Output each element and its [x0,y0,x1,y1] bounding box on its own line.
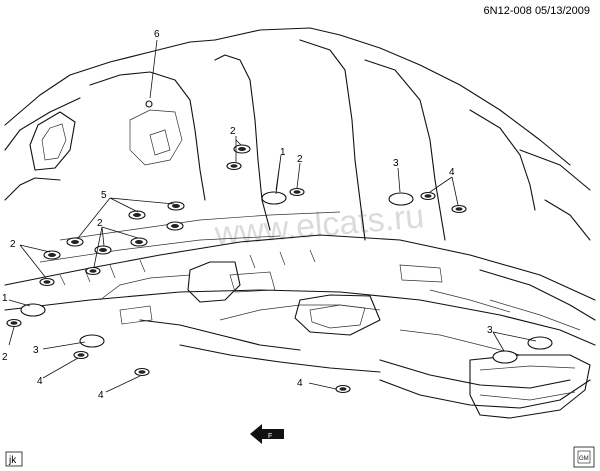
drawing-header: 6N12-008 05/13/2009 [484,5,590,17]
front-arrow-label: F [268,433,272,440]
plug-3c [492,350,518,364]
plug-4a2 [451,204,467,214]
plug-1a [261,191,287,205]
plug-2d [43,250,61,260]
callout-4: 4 [297,378,303,389]
plug-3b [79,334,105,348]
plug-2a [233,144,251,154]
callout-2: 2 [230,126,236,137]
plug-2e [6,318,22,328]
callout-3: 3 [33,345,39,356]
callout-5: 5 [101,190,107,201]
plug-4d [335,384,351,394]
plug-5a [128,210,146,220]
front-arrow-icon: F [250,424,284,444]
plug-5d [66,237,84,247]
callout-6: 6 [154,29,160,40]
drawing-id: 6N12-008 [484,5,532,17]
plug-4a [420,191,436,201]
plug-3a [388,192,414,206]
logo-stamp: GM [573,446,595,468]
plug-4c [134,367,150,377]
callout-1: 1 [2,293,8,304]
callout-4: 4 [37,376,43,387]
callout-4: 4 [98,390,104,401]
callout-2: 2 [297,154,303,165]
plug-1b [20,303,46,317]
callout-4: 4 [449,167,455,178]
callout-3: 3 [393,158,399,169]
drawing-date: 05/13/2009 [535,5,590,17]
callout-2: 2 [2,352,8,363]
plug-5c [166,221,184,231]
plugs [6,100,553,394]
watermark: www.elcats.ru [212,197,425,253]
plug-2d2 [39,277,55,287]
plug-4b [73,350,89,360]
plug-2c2 [130,237,148,247]
plug-6 [145,100,153,108]
callout-2: 2 [10,239,16,250]
callout-1: 1 [280,147,286,158]
callout-labels: 6 2 1 2 3 4 5 2 2 1 2 3 4 4 4 3 [2,29,493,401]
plug-3c2 [527,336,553,350]
initials: jk [8,455,17,466]
leader-lines [8,39,537,393]
vehicle-body-outline [4,27,596,419]
initials-box: jk [5,451,23,467]
plug-2c3 [85,266,101,276]
plug-2b [289,187,305,197]
plug-2c [94,245,112,255]
logo-text: GM [579,456,589,462]
callout-2: 2 [97,218,103,229]
callout-3: 3 [487,325,493,336]
plug-2a2 [226,161,242,171]
plug-5b [167,201,185,211]
